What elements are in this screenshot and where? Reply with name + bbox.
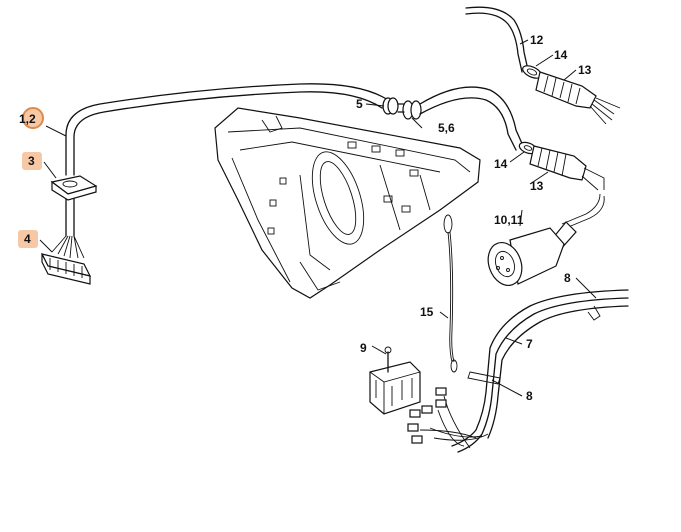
callout-7[interactable]: 7 [526,337,533,351]
callout-marker-1-2 [22,107,44,129]
housing-part [214,107,481,299]
wire-loop-15 [443,214,458,373]
cable-12 [465,6,529,73]
callout-14-mid[interactable]: 14 [494,157,508,171]
callout-8-bottom[interactable]: 8 [526,389,533,403]
switch-9 [369,346,421,415]
callout-13-top[interactable]: 13 [578,63,592,77]
callout-9[interactable]: 9 [360,341,367,355]
cable-1-2 [65,83,389,237]
plug-13-mid [529,145,605,191]
callout-14-top[interactable]: 14 [554,48,568,62]
callout-marker-3 [22,152,42,170]
callout-3[interactable]: 3 [28,154,35,168]
harness-7-8 [419,289,629,453]
cable-to-plug-13 [419,86,525,151]
leader-lines [39,39,597,397]
callout-10-11[interactable]: 10,11 [494,213,524,227]
callout-15[interactable]: 15 [420,305,434,319]
callout-4[interactable]: 4 [24,232,31,246]
callout-5[interactable]: 5 [356,97,363,111]
callout-marker-4 [18,230,38,248]
callout-8-top[interactable]: 8 [564,271,571,285]
callout-1-2[interactable]: 1,2 [19,112,36,126]
grommet-3 [50,175,98,201]
callout-13-mid[interactable]: 13 [530,179,544,193]
callout-5-6[interactable]: 5,6 [438,121,455,135]
plug-13-top [535,71,621,125]
callout-12[interactable]: 12 [530,33,544,47]
terminals [407,387,447,444]
connector-4 [40,235,92,285]
plug-10-11 [487,193,605,286]
grommets-5-6 [382,97,422,120]
